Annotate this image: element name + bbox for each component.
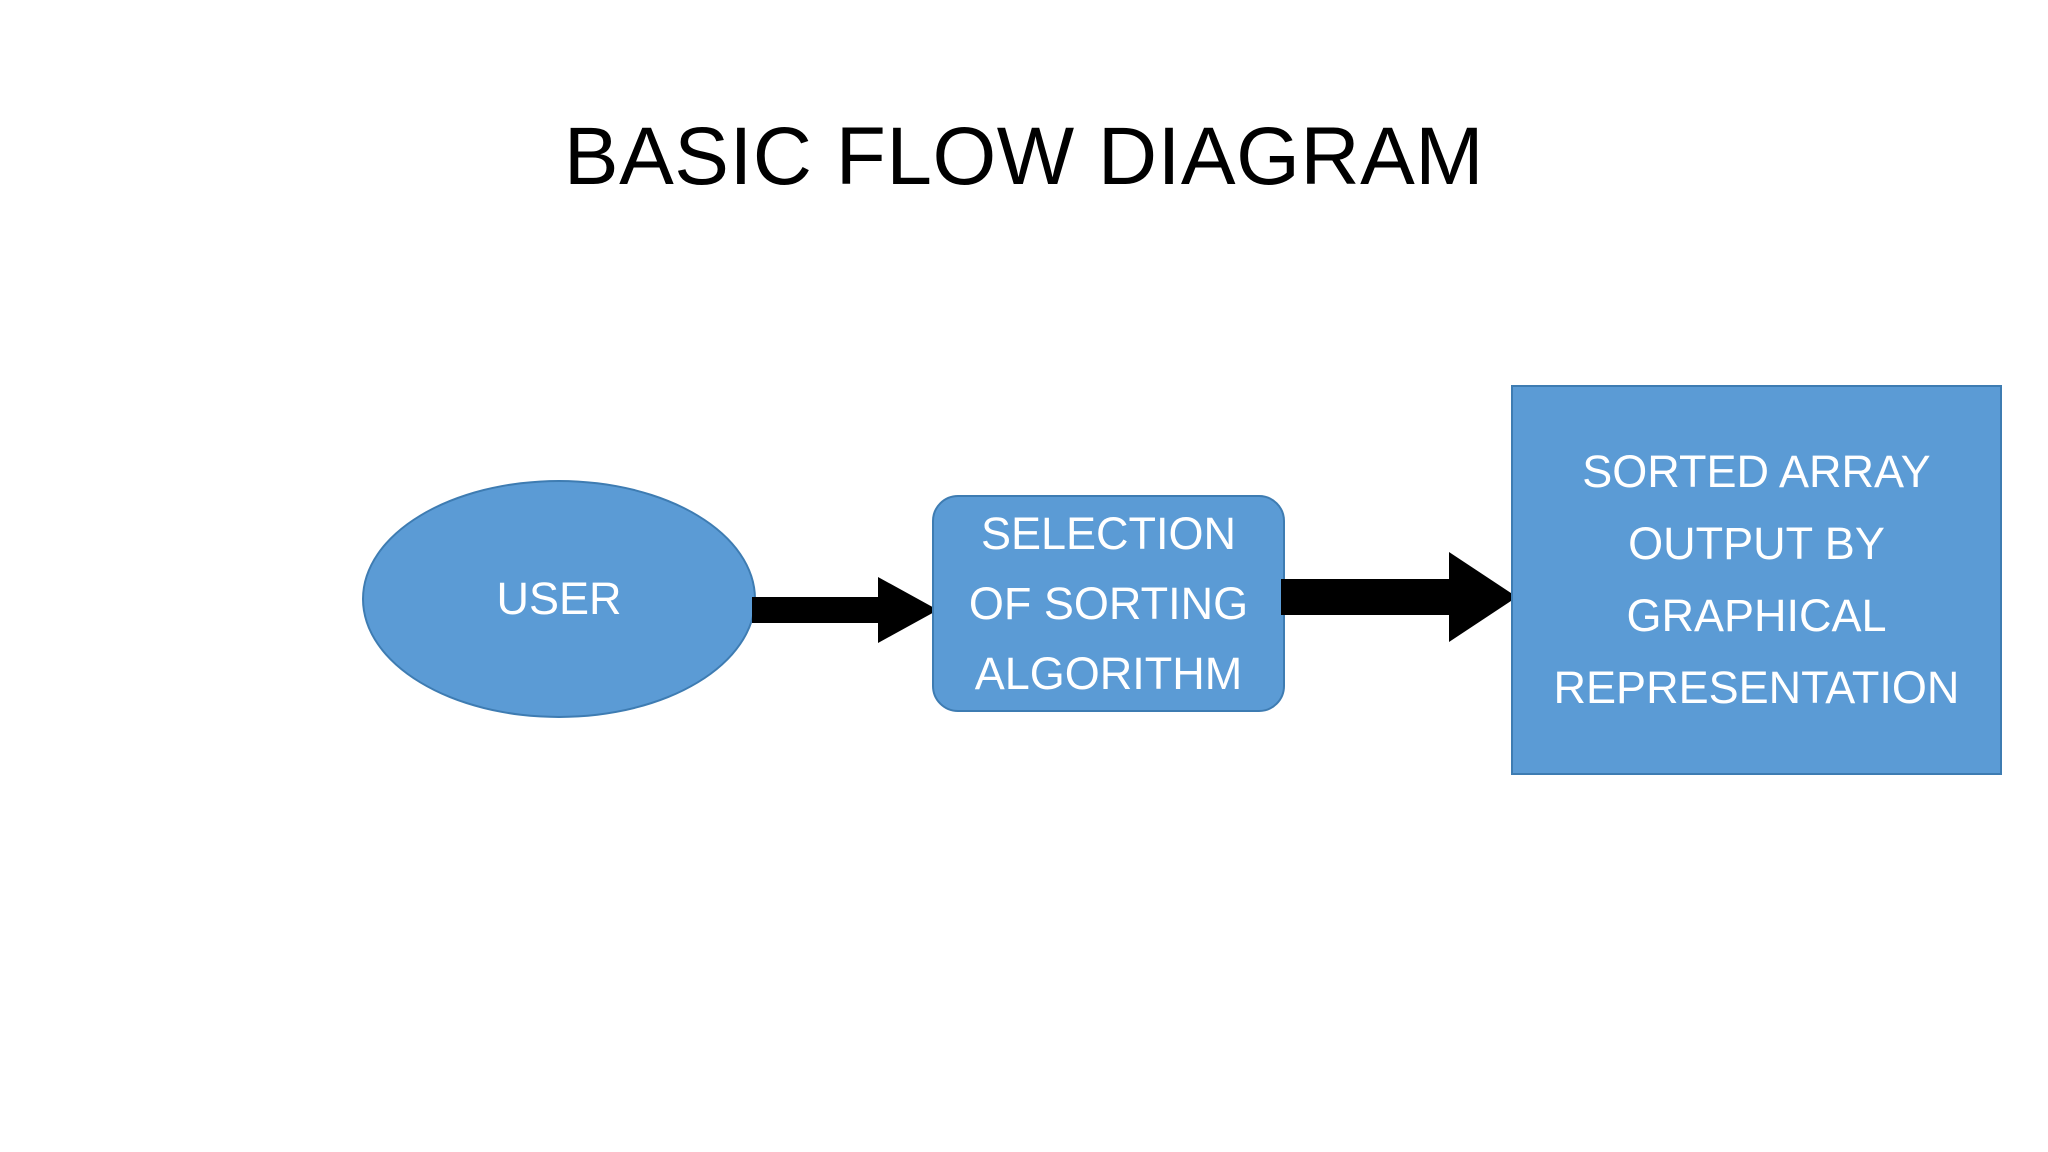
flow-node-user[interactable]: USER bbox=[362, 480, 756, 718]
flow-node-output-label: SORTED ARRAY OUTPUT BY GRAPHICAL REPRESE… bbox=[1553, 446, 1960, 713]
flow-arrow-selection-to-output bbox=[1281, 552, 1517, 642]
flow-node-sorted-array-output[interactable]: SORTED ARRAY OUTPUT BY GRAPHICAL REPRESE… bbox=[1511, 385, 2002, 775]
page-title: BASIC FLOW DIAGRAM bbox=[563, 111, 1485, 202]
flow-node-user-label: USER bbox=[496, 573, 622, 624]
flow-node-selection-of-sorting-algorithm[interactable]: SELECTION OF SORTING ALGORITHM bbox=[932, 495, 1285, 712]
flow-node-selection-label: SELECTION OF SORTING ALGORITHM bbox=[968, 507, 1249, 699]
right-arrow-icon bbox=[752, 577, 938, 643]
flow-arrow-user-to-selection bbox=[752, 575, 938, 645]
right-arrow-icon bbox=[1281, 552, 1517, 642]
